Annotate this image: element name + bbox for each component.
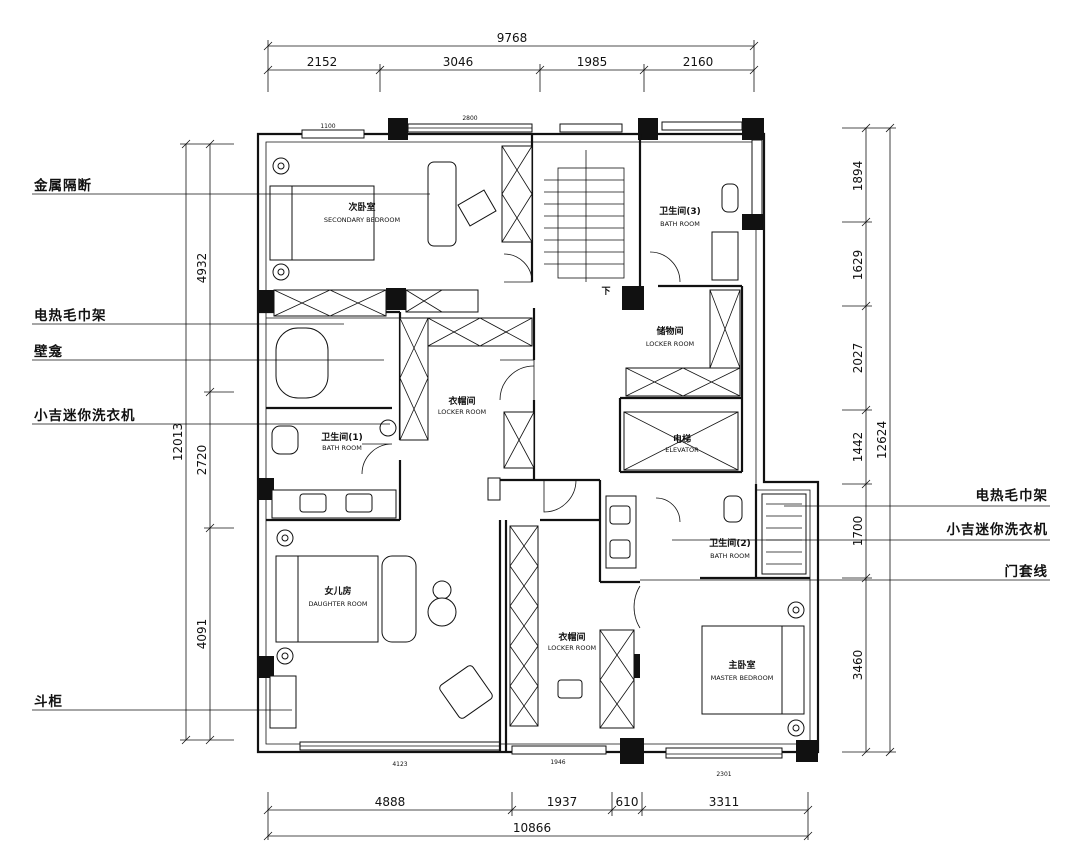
- room-label-secondary-bedroom: 次卧室: [348, 201, 375, 213]
- staircase: [544, 150, 625, 282]
- room-label-secondary-bedroom-en: SECONDARY BEDROOM: [324, 216, 400, 224]
- top-total-dimension: 9768: [497, 31, 528, 45]
- bathroom-1-fixtures: [271, 327, 397, 519]
- room-label-bathroom-2-en: BATH ROOM: [710, 552, 750, 560]
- bottom-dimension-4: 3311: [709, 795, 740, 809]
- left-total-dimension: 12013: [171, 423, 185, 461]
- annotation-mini-washer-right: 小吉迷你洗衣机: [947, 521, 1049, 538]
- left-dimension-1: 4932: [195, 253, 209, 284]
- right-dimension-5: 1700: [851, 516, 865, 547]
- room-label-elevator: 电梯: [673, 433, 691, 445]
- top-dimension-lines: [263, 40, 759, 92]
- right-total-dimension: 12624: [875, 421, 889, 459]
- cabinets: [269, 145, 741, 729]
- secondary-bedroom-furniture: [269, 157, 497, 281]
- bathroom-2-fixtures: [605, 493, 807, 575]
- bottom-total-dimension: 10866: [513, 821, 551, 835]
- bottom-dimension-3: 610: [616, 795, 639, 809]
- room-label-bathroom-1: 卫生间(1): [321, 431, 363, 443]
- doors: [361, 251, 681, 629]
- right-dimension-6: 3460: [851, 650, 865, 681]
- right-dimension-1: 1894: [851, 161, 865, 192]
- room-label-elevator-en: ELEVATOR: [665, 446, 699, 454]
- top-dimension-4: 2160: [683, 55, 714, 69]
- top-dimension-1: 2152: [307, 55, 338, 69]
- room-label-storage-room-en: LOCKER ROOM: [646, 340, 694, 348]
- stair-down-label: 下: [601, 286, 610, 297]
- elevator-shaft: [623, 411, 739, 471]
- room-label-walk-in-closet-1: 衣帽间: [448, 395, 475, 407]
- annotation-door-casing: 门套线: [1005, 563, 1049, 580]
- room-label-walk-in-closet-2-en: LOCKER ROOM: [548, 644, 596, 652]
- room-label-bathroom-3: 卫生间(3): [659, 205, 701, 217]
- master-bedroom-furniture: [557, 601, 805, 737]
- room-label-daughter-room-en: DAUGHTER ROOM: [308, 600, 367, 608]
- window-dimension-4: 1946: [550, 759, 565, 766]
- room-label-bathroom-3-en: BATH ROOM: [660, 220, 700, 228]
- window-dimension-1: 1100: [320, 123, 335, 130]
- room-label-storage-room: 储物间: [656, 325, 683, 337]
- room-label-bathroom-1-en: BATH ROOM: [322, 444, 362, 452]
- room-label-master-bedroom-en: MASTER BEDROOM: [711, 674, 774, 682]
- window-dimension-5: 2301: [716, 771, 731, 778]
- top-dimension-3: 1985: [577, 55, 608, 69]
- left-dimension-2: 2720: [195, 445, 209, 476]
- right-dimension-2: 1629: [851, 250, 865, 281]
- right-dimension-4: 1442: [851, 432, 865, 463]
- bathroom-3-fixtures: [711, 183, 739, 281]
- annotation-mini-washer: 小吉迷你洗衣机: [34, 407, 136, 424]
- left-dimension-3: 4091: [195, 619, 209, 650]
- right-dimension-lines: [842, 123, 896, 757]
- bottom-dimension-lines: [263, 792, 813, 841]
- window-dimension-2: 2800: [462, 115, 477, 122]
- left-dimension-lines: [180, 139, 234, 745]
- top-dimension-2: 3046: [443, 55, 474, 69]
- daughter-room-furniture: [275, 477, 501, 719]
- room-label-master-bedroom: 主卧室: [728, 659, 755, 671]
- bottom-dimension-1: 4888: [375, 795, 406, 809]
- room-label-walk-in-closet-1-en: LOCKER ROOM: [438, 408, 486, 416]
- bottom-dimension-2: 1937: [547, 795, 578, 809]
- window-dimension-3: 4123: [392, 761, 407, 768]
- annotation-niche: 壁龛: [34, 343, 63, 360]
- annotation-metal-partition: 金属隔断: [33, 177, 92, 194]
- annotation-heated-towel-rack: 电热毛巾架: [34, 307, 107, 324]
- annotation-leaders: [32, 193, 1050, 711]
- room-label-bathroom-2: 卫生间(2): [709, 537, 751, 549]
- room-label-daughter-room: 女儿房: [324, 585, 351, 597]
- annotation-chest-cabinet: 斗柜: [34, 693, 63, 710]
- right-dimension-3: 2027: [851, 343, 865, 374]
- room-label-walk-in-closet-2: 衣帽间: [558, 631, 585, 643]
- annotation-heated-towel-rack-right: 电热毛巾架: [976, 487, 1049, 504]
